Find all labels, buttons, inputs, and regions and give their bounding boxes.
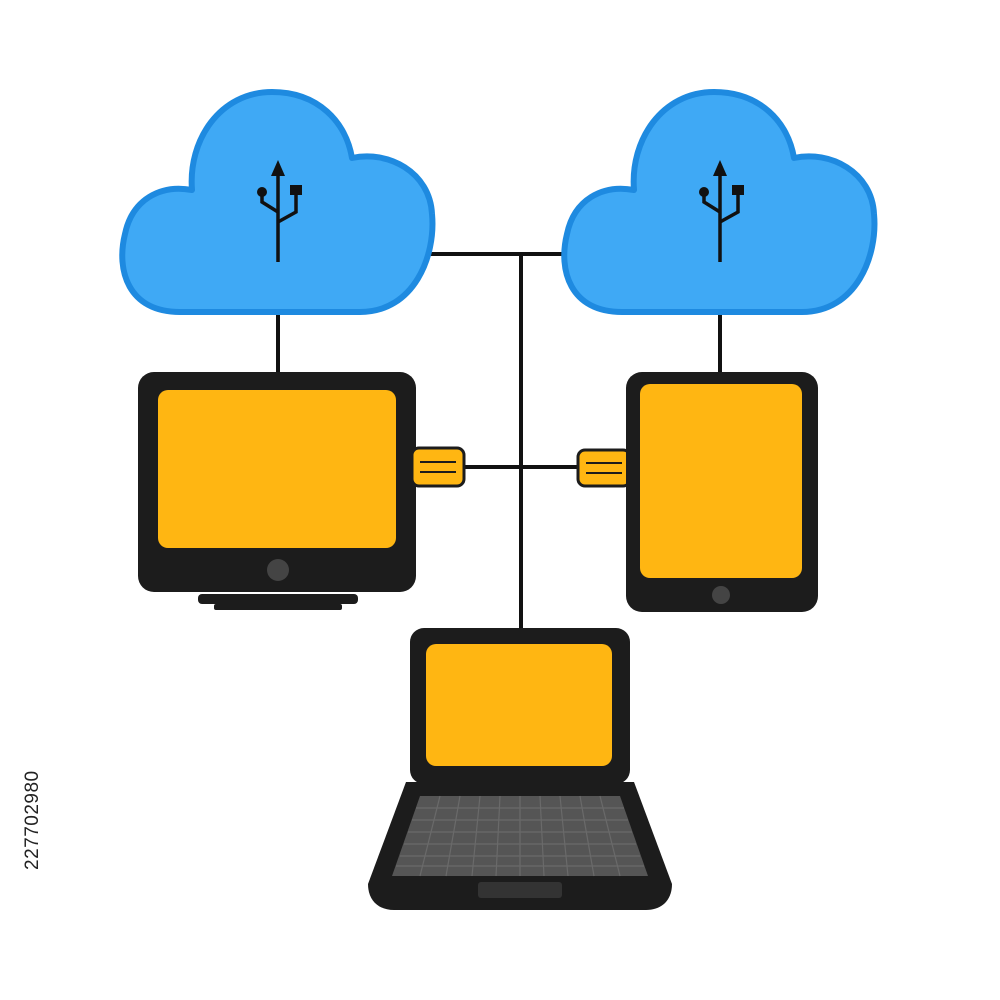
monitor-screen [158,390,396,548]
plug-right-body [578,450,630,486]
stock-id-text: 227702980 [22,770,44,870]
cloud-right [564,92,874,312]
monitor-stand [198,594,358,604]
usb-circle-icon [257,187,267,197]
plug-left-body [412,448,464,486]
tablet-home-button-icon [712,586,730,604]
tablet [626,372,818,612]
monitor-base [214,604,342,610]
plug-left [412,448,464,486]
plug-right [578,450,630,486]
cloud-left [122,92,432,312]
usb-circle-icon [699,187,709,197]
laptop [368,628,672,910]
usb-square-icon [732,185,744,195]
tablet-screen [640,384,802,578]
monitor-button-icon [267,559,289,581]
laptop-screen [426,644,612,766]
desktop-monitor [138,372,416,610]
usb-square-icon [290,185,302,195]
laptop-trackpad [478,882,562,898]
